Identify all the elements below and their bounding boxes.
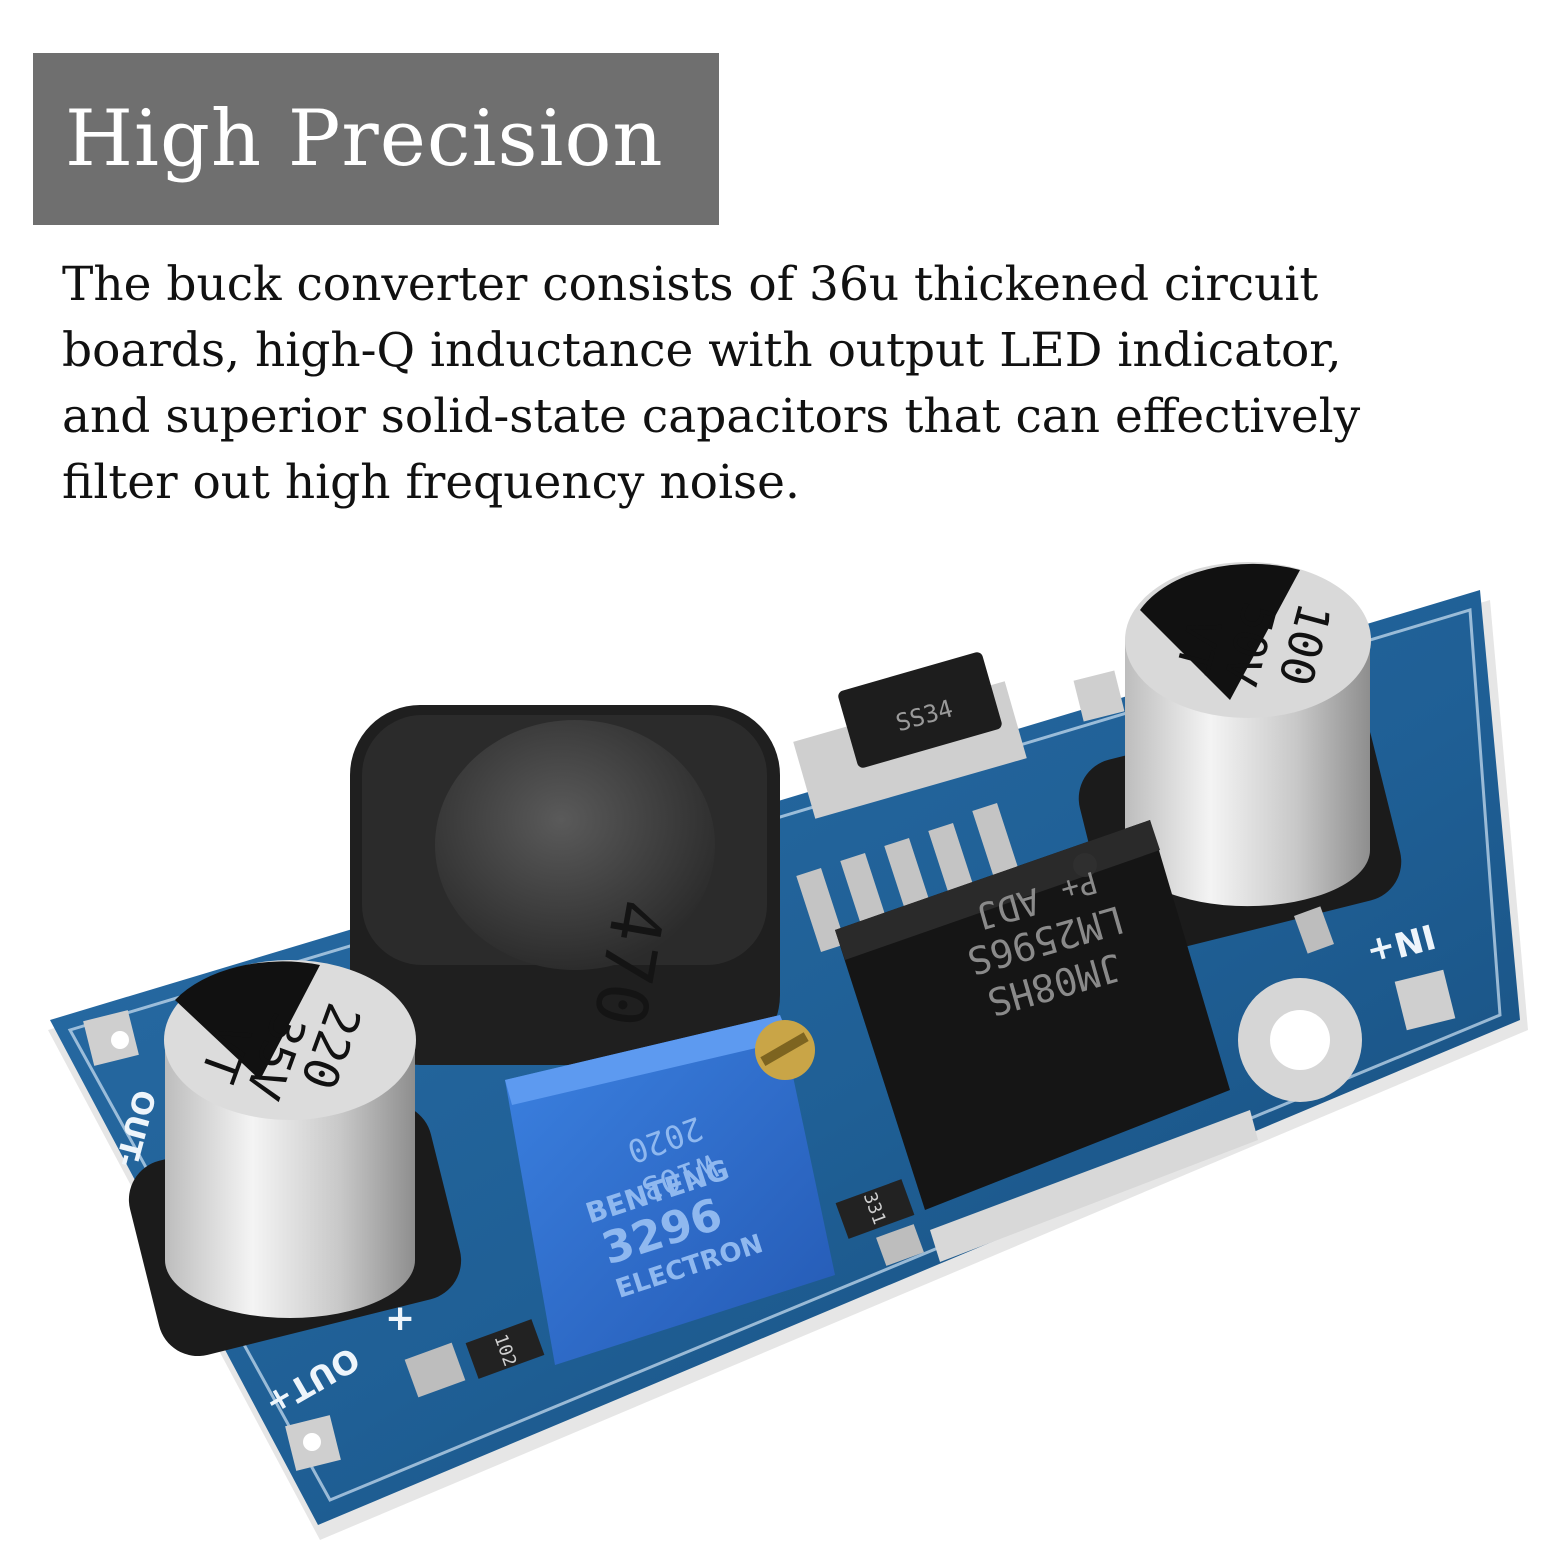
description-line: boards, high-Q inductance with output LE…: [62, 323, 1342, 378]
description-line: and superior solid-state capacitors that…: [62, 389, 1361, 444]
description-line: filter out high frequency noise.: [62, 455, 800, 510]
title-banner: High Precision: [33, 53, 719, 225]
smd-components: 331 102: [404, 906, 1334, 1398]
description-text: The buck converter consists of 36u thick…: [62, 252, 1502, 516]
banner-title: High Precision: [65, 94, 664, 184]
product-photo: IN+ OUT+ OUT- + 100 50V VT SS34 JM08HS L…: [48, 562, 1528, 1540]
output-capacitor: 220 35V VT: [128, 960, 462, 1357]
inductor: 470: [350, 705, 780, 1065]
potentiometer: W103 2020 BENTENG 3296 ELECTRON: [505, 1015, 835, 1365]
description-line: The buck converter consists of 36u thick…: [62, 257, 1319, 312]
diode: SS34: [793, 652, 1027, 819]
regulator-ic: JM08HS LM2596S ADJ P+: [835, 820, 1258, 1262]
